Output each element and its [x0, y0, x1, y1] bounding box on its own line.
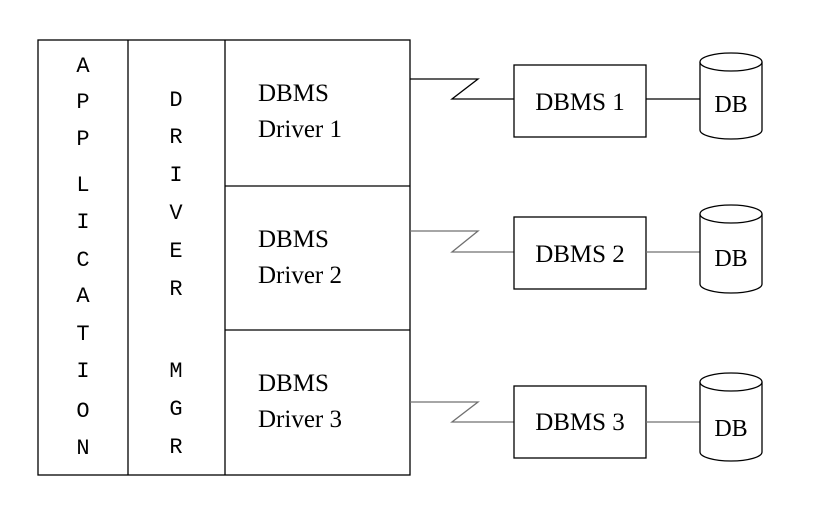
driver-mgr-column: D R I V E R M G R [169, 88, 183, 460]
application-letter: A [76, 284, 90, 309]
driver-mgr-letter: E [169, 239, 182, 264]
network-link-3 [410, 401, 514, 423]
application-letter: O [76, 399, 89, 424]
driver-3-line1: DBMS [258, 370, 329, 397]
application-column: A P P L I C A T I O N [76, 54, 90, 461]
driver-3-cell: DBMS Driver 3 [258, 370, 342, 433]
driver-mgr-letter: I [169, 163, 182, 188]
application-letter: L [76, 173, 89, 198]
network-link-1 [410, 78, 514, 100]
dbms-3-box [513, 385, 647, 459]
application-letter: P [76, 127, 89, 152]
dbms-3-label: DBMS 3 [535, 409, 625, 436]
db-1-cylinder [699, 62, 763, 140]
application-letter: N [76, 436, 89, 461]
db-3-cylinder-top [699, 372, 763, 392]
application-letter: I [76, 210, 89, 235]
application-letter: T [76, 322, 89, 347]
driver-2-line2: Driver 2 [258, 262, 342, 289]
dbms-row-3: DBMS 3 DB [410, 372, 763, 462]
dbms-row-2: DBMS 2 DB [410, 204, 763, 294]
application-letter: C [76, 248, 89, 273]
driver-2-cell: DBMS Driver 2 [258, 226, 342, 289]
application-letter: A [76, 54, 90, 79]
db-3-cylinder [699, 382, 763, 462]
db-1-cylinder-top [699, 52, 763, 72]
application-letter: I [76, 359, 89, 384]
db-1-label: DB [714, 92, 747, 118]
driver-3-line2: Driver 3 [258, 406, 342, 433]
dbms-row-1: DBMS 1 DB [410, 52, 763, 140]
driver-mgr-letter: R [169, 435, 182, 460]
db-2-label: DB [714, 246, 747, 272]
dbms-2-box [513, 216, 647, 290]
dbms-1-box [513, 64, 647, 138]
driver-1-line1: DBMS [258, 80, 329, 107]
driver-mgr-letter: G [169, 397, 182, 422]
outer-frame [37, 39, 411, 476]
application-letter: P [76, 90, 89, 115]
dbms-2-label: DBMS 2 [535, 241, 625, 268]
db-2-cylinder-top [699, 204, 763, 224]
db-2-cylinder [699, 214, 763, 294]
db-3-label: DB [714, 416, 747, 442]
driver-2-line1: DBMS [258, 226, 329, 253]
driver-mgr-letter: R [169, 277, 182, 302]
driver-mgr-letter: V [169, 201, 183, 226]
driver-mgr-letter: M [169, 359, 182, 384]
driver-mgr-letter: D [169, 88, 182, 113]
network-link-2 [410, 230, 514, 253]
driver-1-line2: Driver 1 [258, 116, 342, 143]
driver-mgr-letter: R [169, 125, 182, 150]
dbms-1-label: DBMS 1 [535, 89, 625, 116]
driver-1-cell: DBMS Driver 1 [258, 80, 342, 143]
